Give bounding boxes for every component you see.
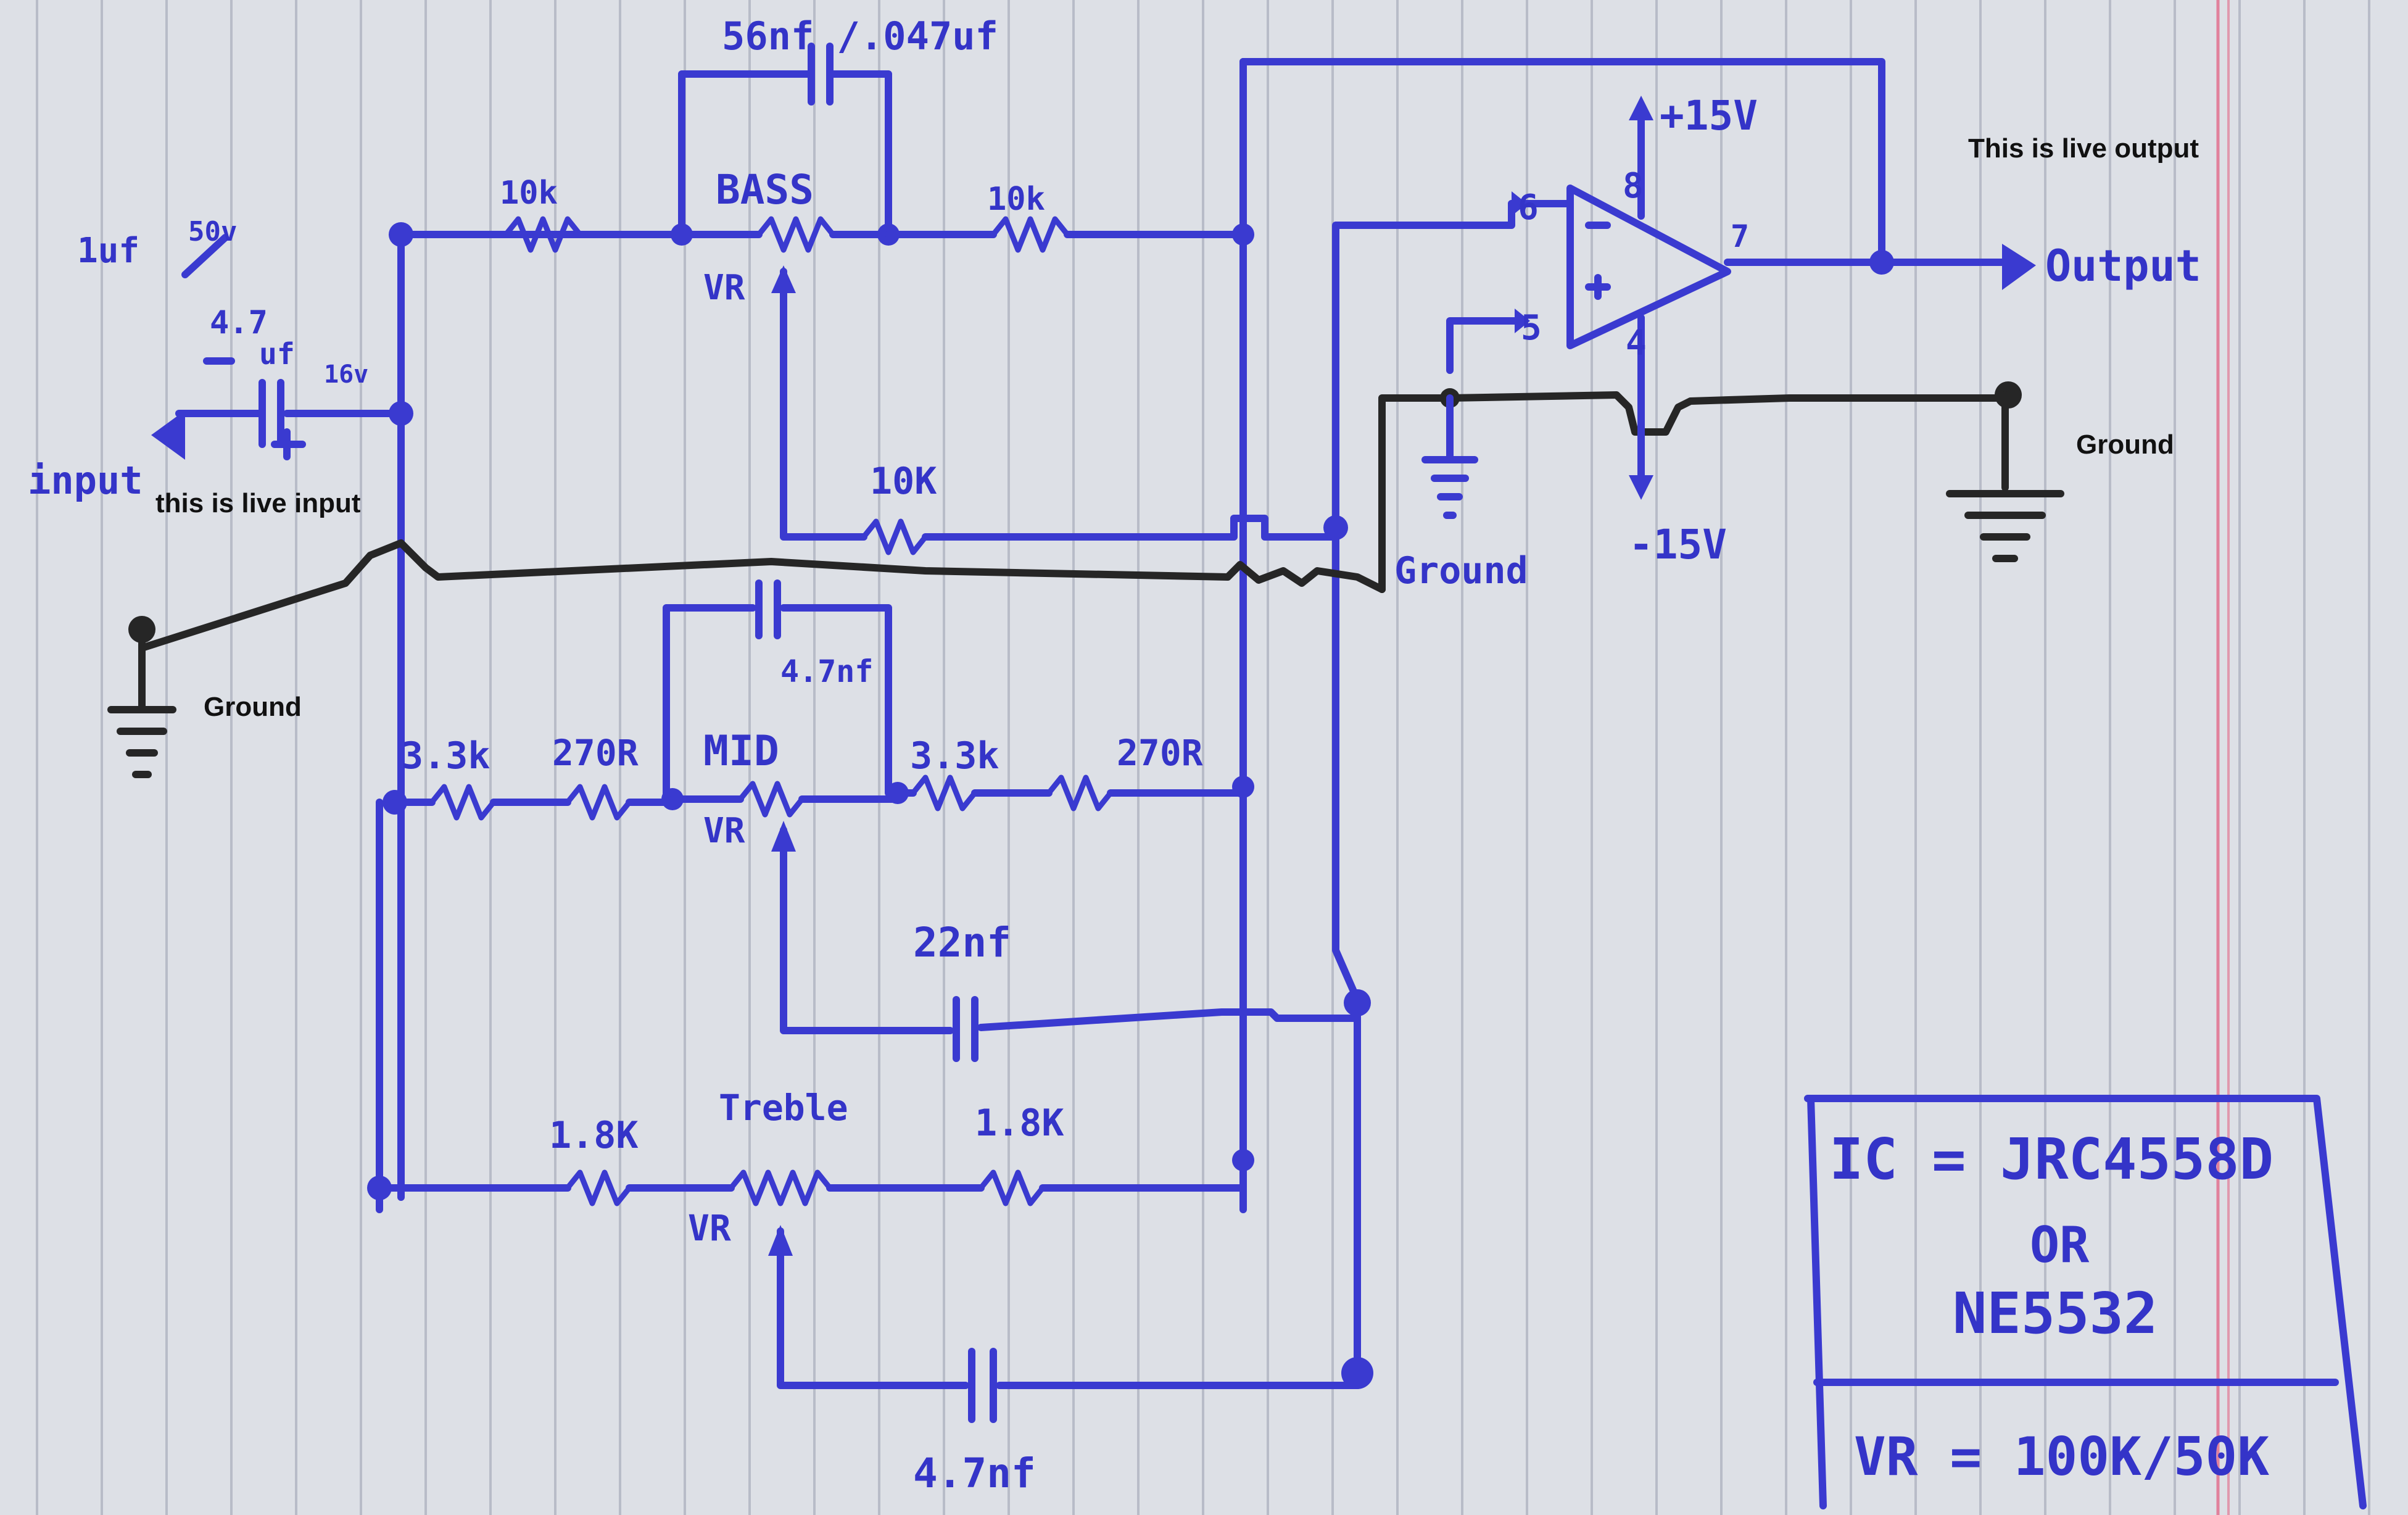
op-amp [1446,96,2036,500]
cap-top-label: 56nf /.047uf [722,14,998,59]
minus-15v-label: -15V [1629,521,1727,568]
vr-mid-label: VR [703,811,745,851]
res-1k8-b-label: 1.8K [975,1102,1064,1145]
cap-mid-label: 4.7nf [780,654,874,689]
center-bus [1232,58,1885,1389]
ic-line1-label: IC = JRC4558D [1829,1126,2274,1192]
cap-22nf-label: 22nf [913,919,1011,966]
ic-box [1804,1095,2367,1509]
left-bus [367,222,685,1213]
pin-6-label: 6 [1518,188,1539,228]
ic-line3-label: NE5532 [1953,1280,2158,1347]
res-270-a-label: 270R [552,732,639,774]
vr-treble-label: VR [688,1207,731,1249]
ground-wire [107,381,2064,778]
res-1k8-a-label: 1.8K [549,1114,639,1157]
cap-in-a-label: 1uf [77,231,139,271]
cap-in-d-label: uf [259,337,295,371]
input-capacitor [151,234,405,460]
ic-line2-label: OR [2030,1216,2090,1274]
input-label: input [28,458,143,503]
cap-in-b-label: 50v [188,216,237,247]
pin-4-label: 4 [1626,323,1647,363]
ground-left-label: Ground [204,692,302,722]
ground-right-label: Ground [2076,430,2174,460]
ruled-lines [36,0,2370,1515]
mid-network [391,579,1361,1062]
pin-5-label: 5 [1521,308,1542,348]
res-10k-c-label: 10K [870,460,937,503]
bass-label: BASS [716,166,814,214]
ground-mid-label: Ground [1394,549,1528,592]
cap-in-e-label: 16v [324,360,368,389]
vr-value-label: VR = 100K/50K [1854,1426,2269,1488]
output-label: Output [2045,241,2201,291]
pin-8-label: 8 [1623,166,1644,206]
treble-label: Treble [719,1087,848,1129]
mid-ground-symbol [1421,394,1478,519]
res-10k-a-label: 10k [500,175,558,212]
live-output-label: This is live output [1968,133,2199,164]
live-input-label: this is live input [155,488,361,518]
res-270-b-label: 270R [1117,732,1203,774]
plus-15v-label: +15V [1660,92,1758,139]
res-3k3-a-label: 3.3k [401,734,490,778]
mid-label: MID [703,727,779,776]
pin-7-label: 7 [1731,218,1749,254]
vr-bass-label: VR [703,268,745,308]
cap-in-c-label: 4.7 [210,304,268,341]
res-10k-b-label: 10k [987,181,1045,218]
bass-network [503,43,1348,555]
res-3k3-b-label: 3.3k [910,734,999,778]
cap-bottom-label: 4.7nf [913,1450,1036,1497]
treble-network [376,1169,1361,1423]
